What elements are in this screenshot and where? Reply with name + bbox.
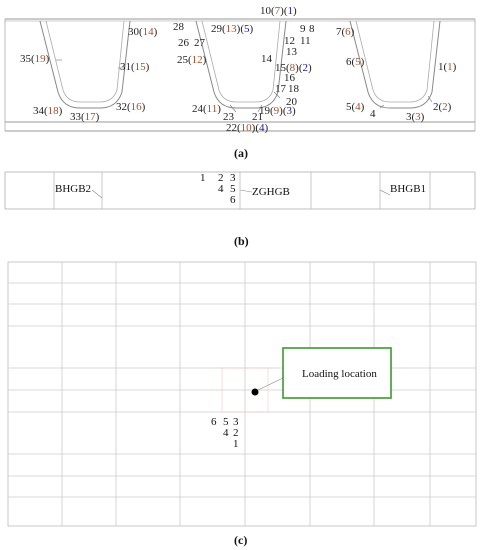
gauge-label-2: 2(2) [433,101,452,113]
gauge-c-1: 1 [233,438,239,450]
gauge-b-3: 3 [230,172,236,184]
gauge-label-28: 28 [173,21,185,33]
loading-point [251,388,259,396]
gauge-label-24: 24(11) [192,103,221,115]
gauge-b-1: 1 [200,172,206,184]
gauge-label-31: 31(15) [120,61,150,73]
gauge-label-5: 5(4) [346,101,365,113]
gauge-label-30: 30(14) [128,26,158,38]
gauge-label-6: 6(5) [346,56,365,68]
gauge-c-6: 6 [211,416,217,428]
gauge-label-12: 12 [284,35,295,47]
gauge-label-34: 34(18) [33,105,63,117]
gauge-b-2: 2 [218,172,224,184]
caption-a: (a) [234,146,248,160]
gauge-label-20: 20 [286,96,298,108]
gauge-label-3: 3(3) [406,111,425,123]
loading-location-box [282,347,392,399]
gauge-label-8: 8 [309,23,315,35]
gauge-label-33: 33(17) [70,111,100,123]
gauge-label-14: 14 [261,53,273,65]
gauge-label-25: 25(12) [177,54,207,66]
caption-c: (c) [234,533,247,547]
gauge-label-9: 9 [300,23,306,35]
gauge-label-4: 4 [370,108,376,120]
gauge-c-4: 4 [223,427,229,439]
gauge-label-7: 7(6) [336,26,355,38]
gauge-label-17: 17 [275,83,287,95]
gauge-label-29: 29(13)(5) [211,23,254,35]
gauge-label-35: 35(19) [20,53,50,65]
caption-b: (b) [234,234,249,248]
gauge-b-5: 5 [230,183,236,195]
gauge-c-2: 2 [233,427,239,439]
gauge-label-1: 1(1) [438,61,457,73]
girder-label-bhgb2: BHGB2 [55,183,91,195]
gauge-label-15: 15(8)(2) [275,62,312,74]
gauge-label-19: 19(9)(3) [259,105,296,117]
gauge-label-18: 18 [288,83,300,95]
gauge-c-3: 3 [233,416,239,428]
panel-c-grid: Loading location 6 5 3 4 2 1 (c) [7,261,477,547]
gauge-label-23: 23 [223,111,235,123]
gauge-c-5: 5 [223,416,229,428]
gauge-label-27: 27 [194,37,206,49]
loading-location-label: Loading location [302,368,377,380]
gauge-label-10: 10(7)(1) [260,5,297,17]
girder-label-zghgb: ZGHGB [252,186,290,198]
gauge-b-6: 6 [230,194,236,206]
panel-a-labels: 10(7)(1) 28 29(13)(5) 9 8 30(14) 7(6) 26… [20,5,457,134]
girder-label-bhgb1: BHGB1 [390,183,426,195]
gauge-label-26: 26 [178,37,190,49]
gauge-label-21: 21 [252,111,263,123]
gauge-b-4: 4 [218,183,224,195]
gauge-label-11: 11 [300,35,311,47]
gauge-label-16: 16 [284,72,296,84]
gauge-label-32: 32(16) [116,101,146,113]
panel-b-plan: BHGB2 ZGHGB BHGB1 1 2 3 4 5 6 (b) [4,171,476,248]
gauge-label-13: 13 [286,46,298,58]
panel-a-cross-section: 10(7)(1) 28 29(13)(5) 9 8 30(14) 7(6) 26… [4,5,476,160]
gauge-label-22: 22(10)(4) [226,122,269,134]
